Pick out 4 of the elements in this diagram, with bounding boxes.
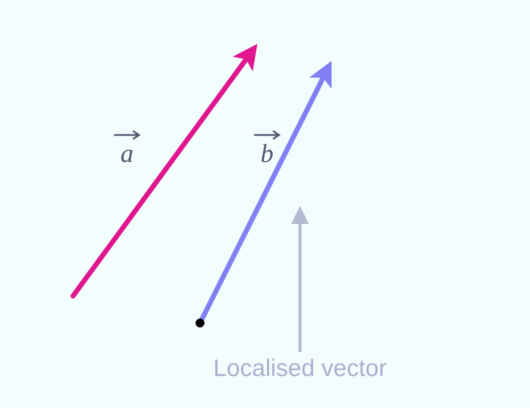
leader-arrow — [291, 206, 309, 352]
vector-label: a — [120, 140, 134, 168]
text-label: Localised vector — [190, 352, 410, 386]
vector-label: b — [260, 140, 274, 168]
